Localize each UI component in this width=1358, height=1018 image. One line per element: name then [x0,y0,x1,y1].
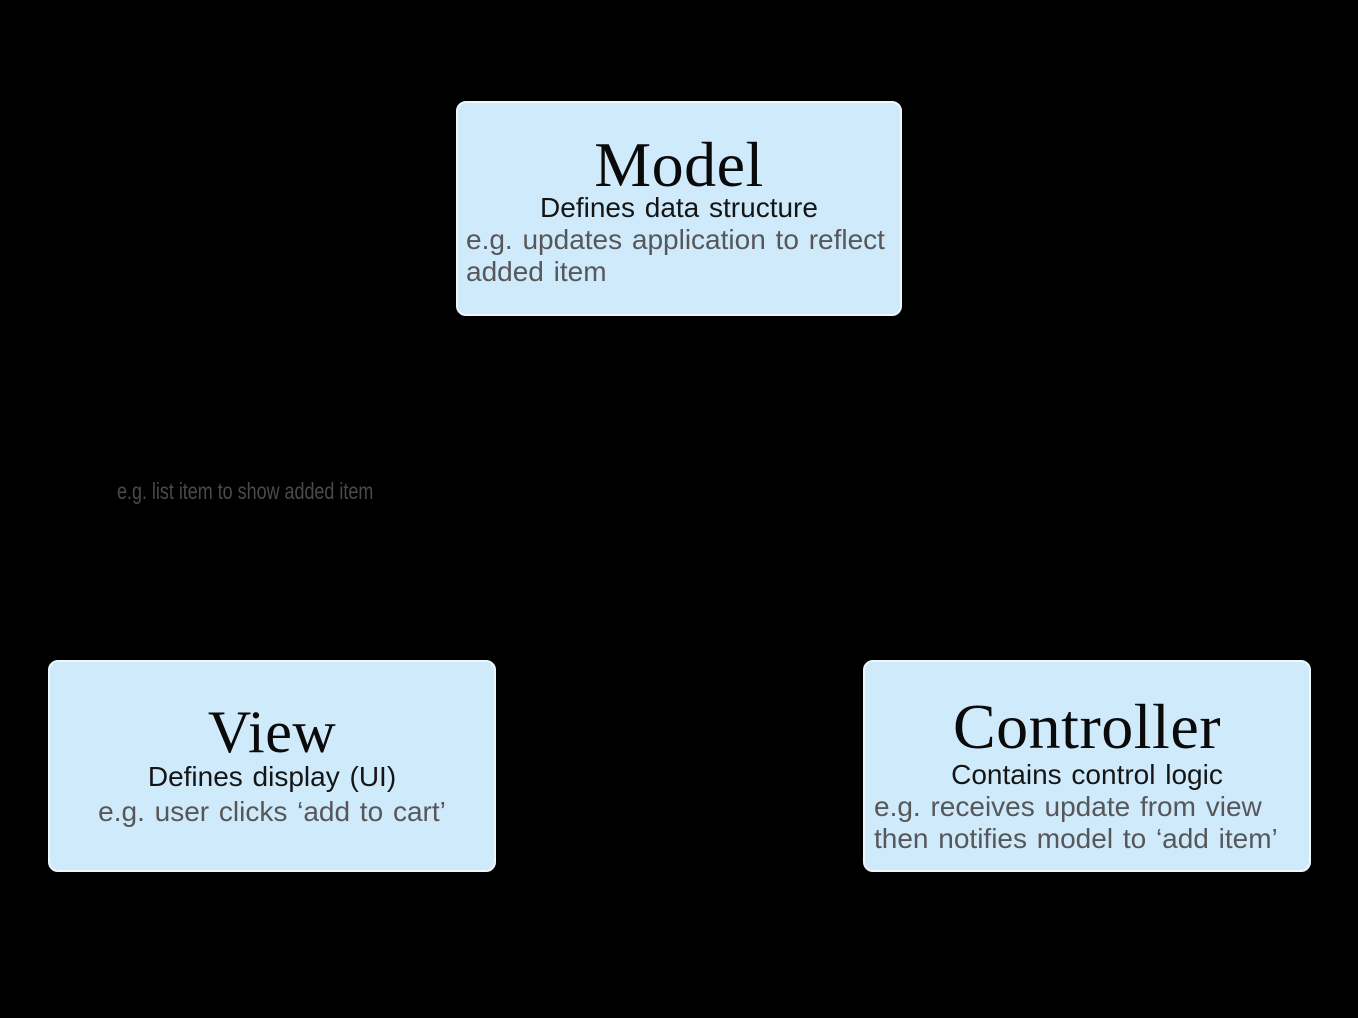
model-example-text: e.g. updates application to reflect adde… [466,224,885,287]
model-example: e.g. updates application to reflect adde… [458,224,900,288]
controller-example-text: e.g. receives update from view then noti… [874,791,1278,854]
view-box: View Defines display (UI) e.g. user clic… [48,660,496,872]
view-example-text: e.g. user clicks ‘add to cart’ [98,796,446,827]
controller-example: e.g. receives update from view then noti… [865,791,1309,855]
model-to-view-note: e.g. list item to show added item [117,478,374,504]
model-subtitle: Defines data structure [540,192,818,223]
view-example: e.g. user clicks ‘add to cart’ [50,796,494,828]
controller-subtitle: Contains control logic [951,759,1223,790]
view-title: View [207,699,337,765]
controller-title: Controller [952,691,1222,762]
view-subtitle: Defines display (UI) [147,761,397,792]
controller-box: Controller Contains control logic e.g. r… [863,660,1311,872]
model-title: Model [594,129,764,200]
model-box: Model Defines data structure e.g. update… [456,101,902,316]
